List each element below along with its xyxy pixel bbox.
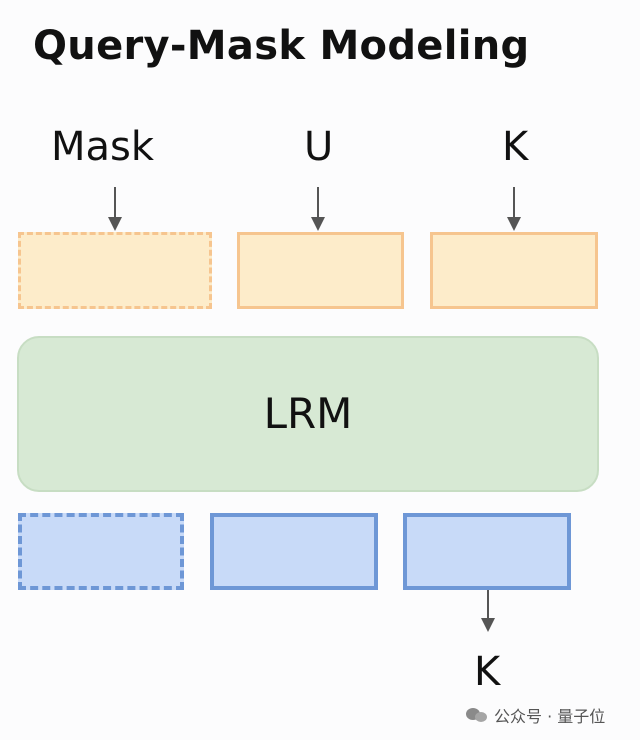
k-output-token <box>403 513 571 590</box>
u-output-token <box>210 513 378 590</box>
output-down-arrow-icon <box>481 590 495 632</box>
watermark-text: 公众号 · 量子位 <box>494 707 606 726</box>
input-label-u: U <box>304 124 334 170</box>
output-label-k: K <box>474 649 501 695</box>
mask-down-arrow-icon <box>108 187 122 231</box>
watermark: 公众号 · 量子位 <box>466 703 605 727</box>
masked-output-token <box>18 513 184 590</box>
k-down-arrow-icon <box>507 187 521 231</box>
diagram-title: Query-Mask Modeling <box>33 23 530 69</box>
k-input-token <box>430 232 598 309</box>
lrm-model-block: LRM <box>17 336 599 492</box>
lrm-label: LRM <box>263 389 353 438</box>
input-label-k: K <box>502 124 529 170</box>
wechat-logo-icon <box>466 706 488 724</box>
u-input-token <box>237 232 404 309</box>
u-down-arrow-icon <box>311 187 325 231</box>
masked-input-token <box>18 232 212 309</box>
input-label-mask: Mask <box>51 124 155 170</box>
